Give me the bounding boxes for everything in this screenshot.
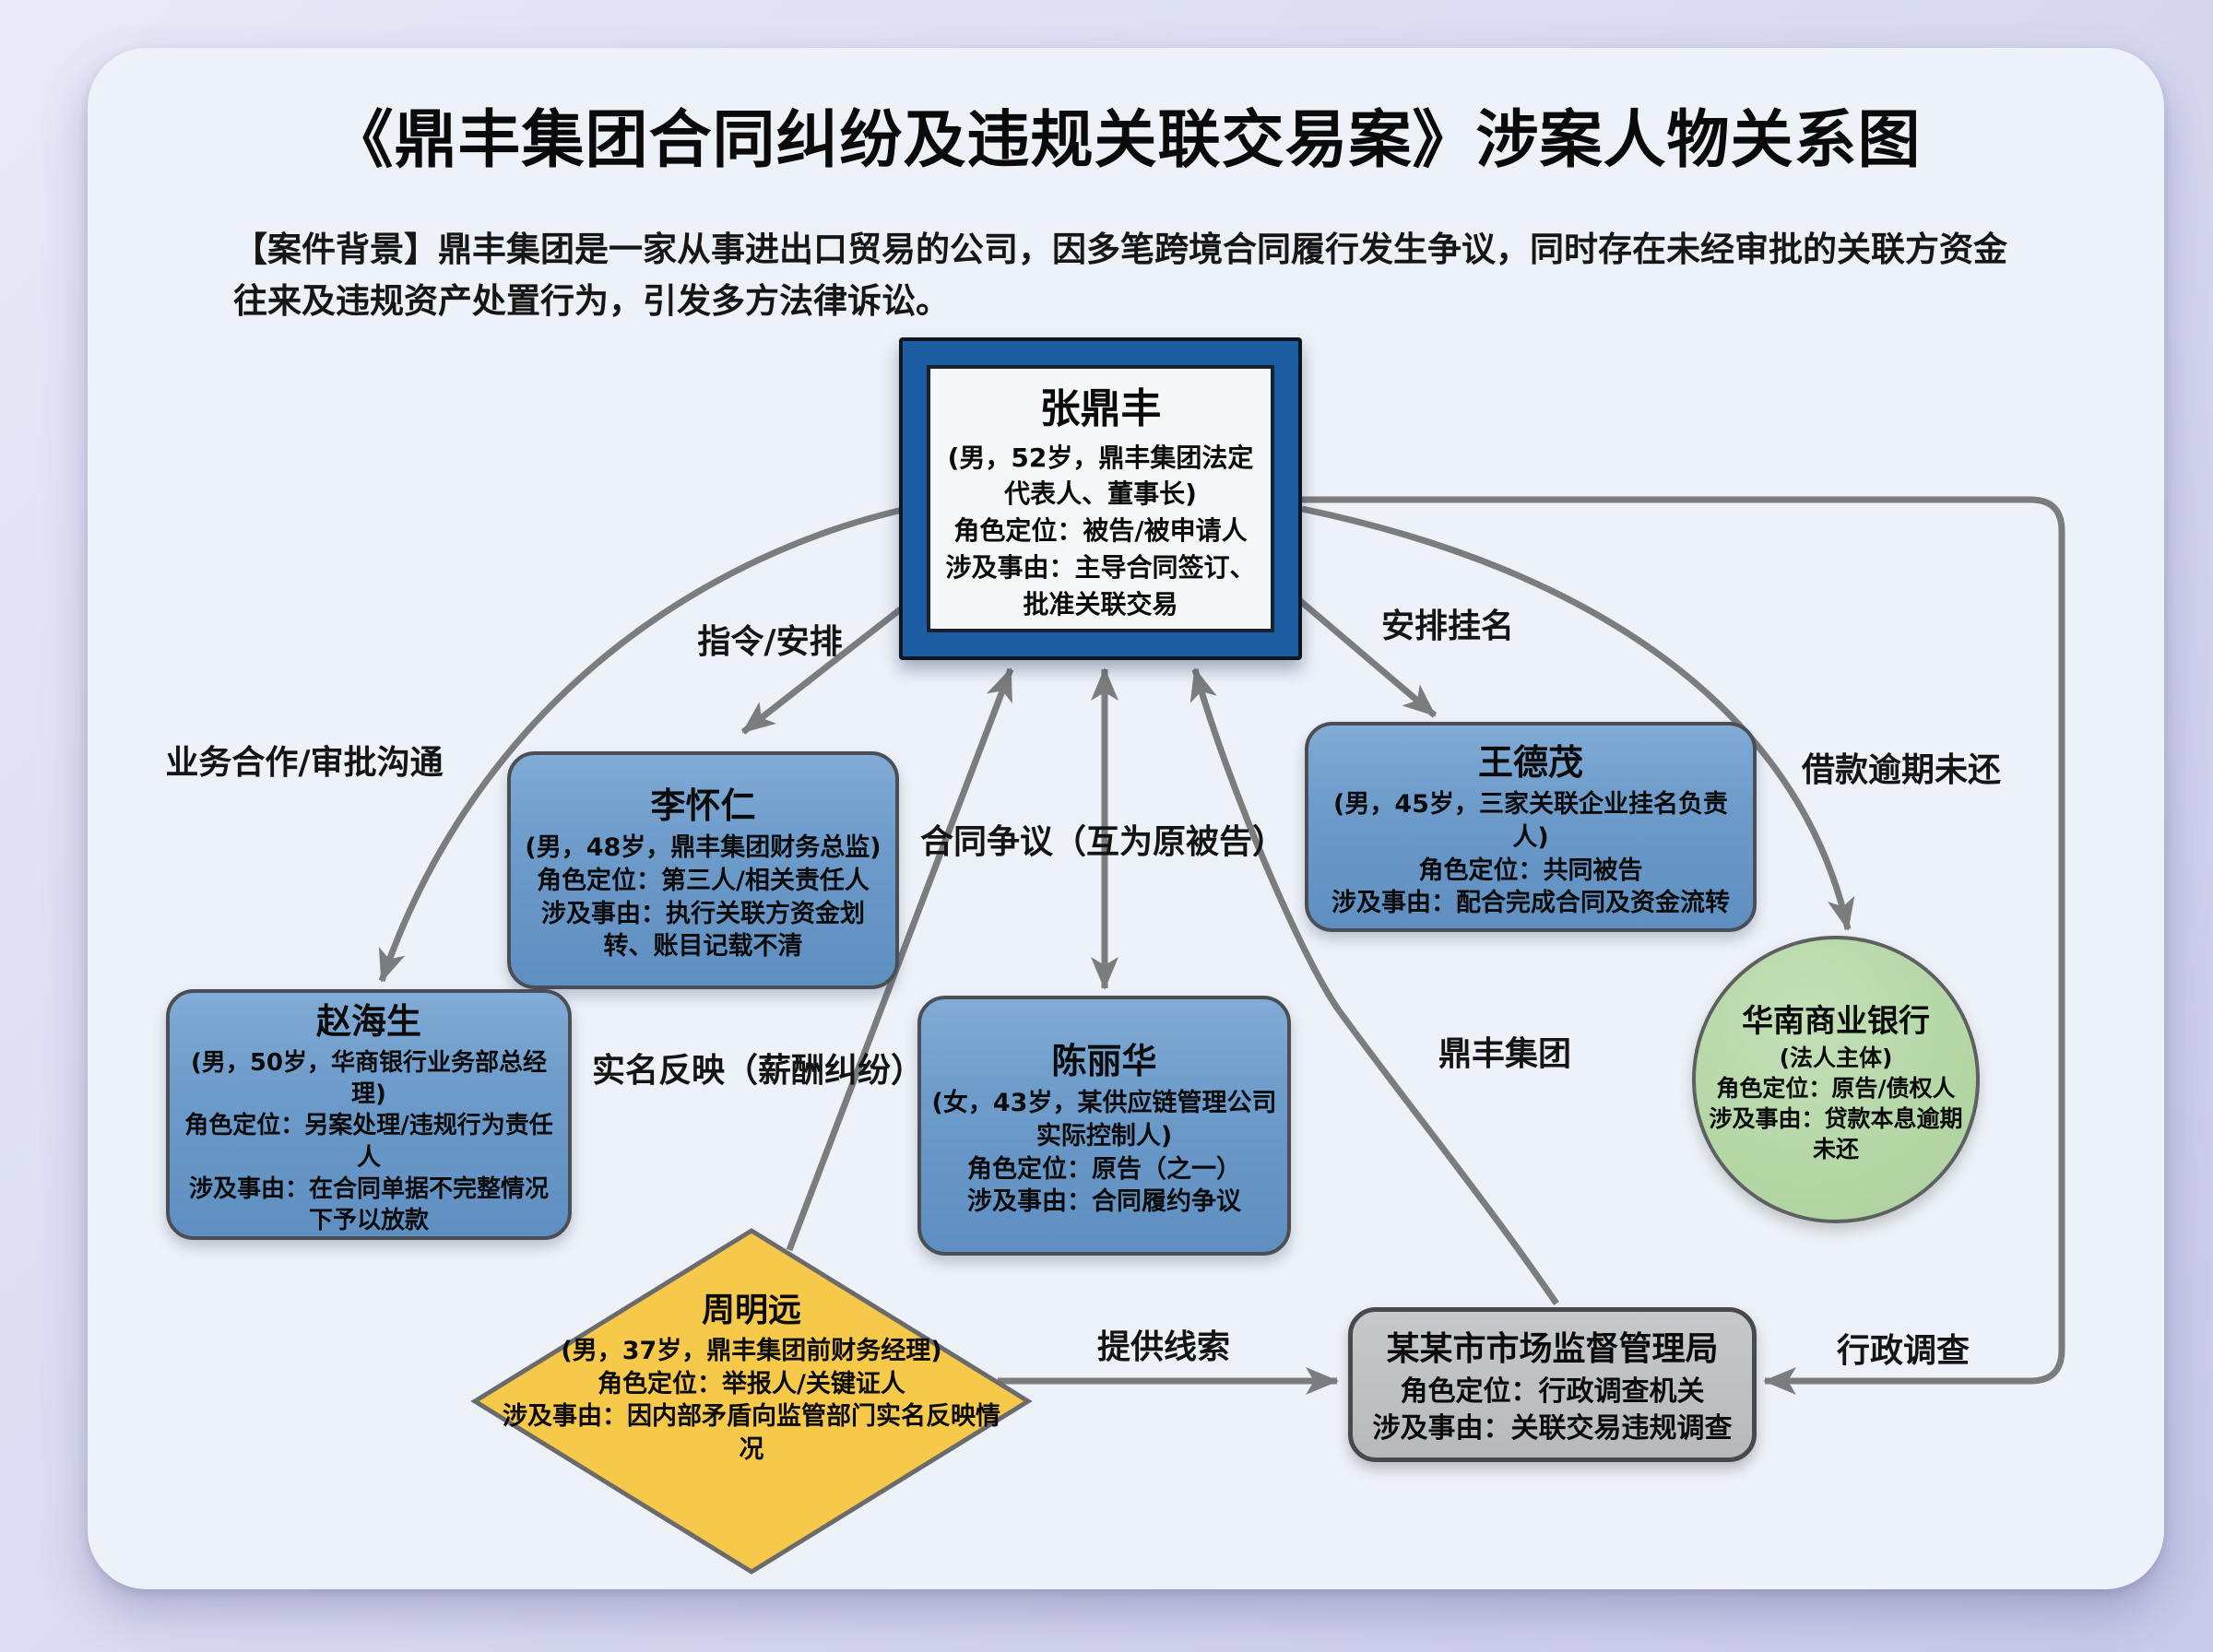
person-matter: 涉及事由：合同履约争议 [967,1187,1241,1217]
person-role: 角色定位：被告/被申请人 [953,515,1248,547]
entity-role: 角色定位：原告/债权人 [1716,1074,1956,1102]
person-detail: (男，48岁，鼎丰集团财务总监) [525,833,882,863]
person-role: 角色定位：第三人/相关责任人 [537,866,870,895]
person-node-zhang-dingfeng: 张鼎丰 (男，52岁，鼎丰集团法定代表人、董事长) 角色定位：被告/被申请人 涉… [899,337,1302,660]
edge-label-cooperation: 业务合作/审批沟通 [165,744,444,782]
case-background-label: 【案件背景】 [233,230,438,269]
edge-loan-line [1301,505,1855,931]
person-role: 角色定位：另案处理/违规行为责任人 [184,1112,553,1172]
diagram-card [88,48,2164,1589]
person-role: 角色定位：举报人/关键证人 [598,1369,905,1398]
edge-label-command: 指令/安排 [697,623,843,661]
person-name: 周明远 [701,1292,801,1329]
edge-nominee-line [1296,596,1438,718]
edge-label-loan: 借款逾期未还 [1801,751,2002,789]
person-name: 陈丽华 [1051,1041,1157,1082]
entity-name: 某某市市场监督管理局 [1386,1330,1719,1369]
person-matter: 涉及事由：主导合同签订、批准关联交易 [945,551,1256,620]
entity-detail: (法人主体) [1779,1044,1893,1071]
entity-matter: 涉及事由：关联交易违规调查 [1372,1412,1733,1445]
entity-matter: 涉及事由：贷款本息逾期未还 [1709,1104,1963,1162]
person-name: 张鼎丰 [1039,384,1162,432]
person-node-zhao-haisheng: 赵海生 (男，50岁，华商银行业务部总经理) 角色定位：另案处理/违规行为责任人… [166,989,572,1240]
person-node-zhang-inner: 张鼎丰 (男，52岁，鼎丰集团法定代表人、董事长) 角色定位：被告/被申请人 涉… [927,365,1274,632]
edge-group-line [1189,667,1559,1305]
entity-role: 角色定位：行政调查机关 [1400,1375,1705,1409]
edge-label-group: 鼎丰集团 [1438,1035,1572,1073]
person-name: 王德茂 [1477,742,1583,784]
person-detail: (男，45岁，三家关联企业挂名负责人) [1333,790,1728,852]
whistleblower-diamond-shape [470,1228,1033,1575]
edge-command-line [740,598,914,735]
edge-label-dispute: 合同争议（互为原被告） [919,823,1286,861]
person-detail: (男，52岁，鼎丰集团法定代表人、董事长) [947,442,1254,510]
person-matter: 涉及事由：配合完成合同及资金流转 [1331,889,1730,918]
person-detail: (男，37岁，鼎丰集团前财务经理) [561,1337,942,1365]
entity-name: 华南商业银行 [1742,1002,1930,1040]
person-matter: 涉及事由：执行关联方资金划转、账目记载不清 [541,899,865,962]
entity-node-market-regulator: 某某市市场监督管理局 角色定位：行政调查机关 涉及事由：关联交易违规调查 [1348,1307,1757,1462]
person-node-li-huairen: 李怀仁 (男，48岁，鼎丰集团财务总监) 角色定位：第三人/相关责任人 涉及事由… [507,751,899,989]
edge-cooperation-line [378,503,916,983]
person-role: 角色定位：共同被告 [1418,856,1643,885]
person-detail: (男，50岁，华商银行业务部总经理) [190,1048,548,1108]
person-name: 赵海生 [315,1000,421,1042]
person-matter: 涉及事由：因内部矛盾向监管部门实名反映情况 [503,1402,1000,1464]
edge-label-nominee: 安排挂名 [1380,608,1515,645]
person-node-zhou-mingyuan: 周明远 (男，37岁，鼎丰集团前财务经理) 角色定位：举报人/关键证人 涉及事由… [493,1283,1010,1467]
edge-investigation-line [1302,496,2065,1395]
person-node-wang-demao: 王德茂 (男，45岁，三家关联企业挂名负责人) 角色定位：共同被告 涉及事由：配… [1305,722,1757,932]
edge-report-line [786,667,1014,1252]
edge-label-clue: 提供线索 [1096,1328,1231,1366]
edge-label-report: 实名反映（薪酬纠纷） [591,1052,925,1090]
person-matter: 涉及事由：在合同单据不完整情况下予以放款 [188,1174,549,1235]
entity-node-bank: 华南商业银行 (法人主体) 角色定位：原告/债权人 涉及事由：贷款本息逾期未还 [1692,936,1980,1223]
case-background-text: 鼎丰集团是一家从事进出口贸易的公司，因多笔跨境合同履行发生争议，同时存在未经审批… [233,230,2007,321]
person-name: 李怀仁 [650,785,756,827]
case-background-paragraph: 【案件背景】鼎丰集团是一家从事进出口贸易的公司，因多笔跨境合同履行发生争议，同时… [233,224,2031,326]
person-role: 角色定位：原告（之一） [967,1154,1241,1184]
edge-label-investigation: 行政调查 [1836,1332,1970,1370]
person-node-chen-lihua: 陈丽华 (女，43岁，某供应链管理公司实际控制人) 角色定位：原告（之一） 涉及… [917,996,1291,1256]
person-detail: (女，43岁，某供应链管理公司实际控制人) [931,1089,1277,1150]
diagram-title: 《鼎丰集团合同纠纷及违规关联交易案》涉案人物关系图 [330,104,1922,177]
